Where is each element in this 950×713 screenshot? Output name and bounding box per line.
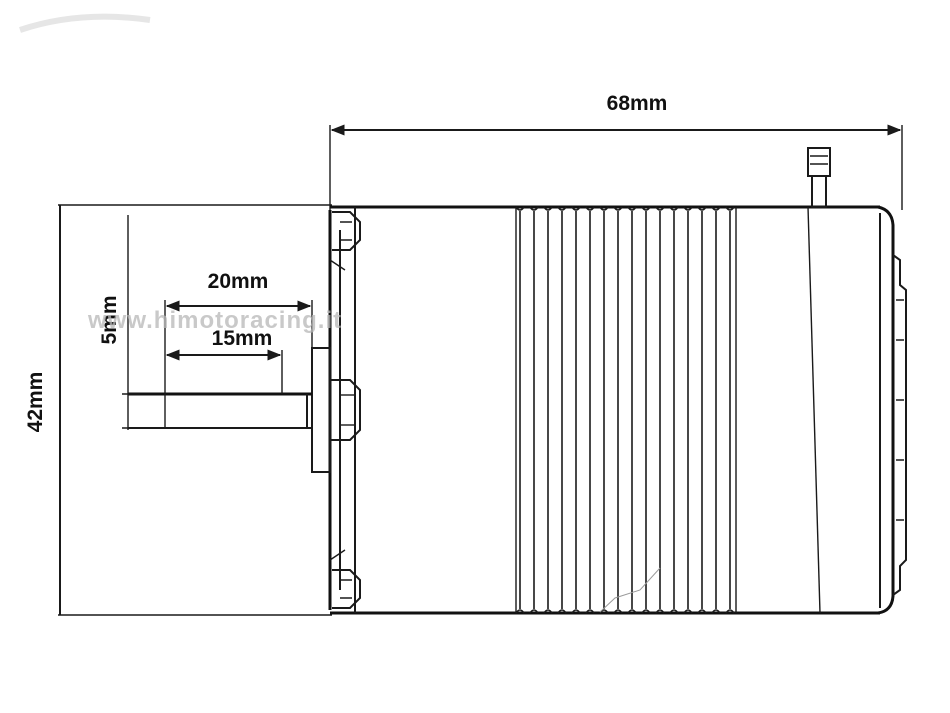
cooling-fin [515, 206, 525, 614]
diameter-dimension: 42mm [24, 204, 332, 616]
shaft-exposed-label: 15mm [212, 327, 273, 350]
length-dimension: 68mm [329, 92, 903, 210]
cooling-fin [655, 206, 665, 614]
top-connector [807, 147, 831, 208]
cooling-fin [711, 206, 721, 614]
scan-smudge [19, 13, 151, 33]
cooling-fin [725, 206, 735, 614]
cooling-fin [585, 206, 595, 614]
shaft-total-label: 20mm [208, 270, 269, 293]
motor-shaft [128, 347, 361, 473]
shaft-exposed-dimension: 15mm [165, 327, 283, 394]
shaft-diameter-dimension: 5mm [98, 215, 140, 430]
cooling-fin [529, 206, 539, 614]
cooling-fin [571, 206, 581, 614]
cooling-fin [627, 206, 637, 614]
cooling-fin [613, 206, 623, 614]
shaft-length-dimension: 20mm [164, 270, 313, 394]
shaft-diameter-label: 5mm [98, 295, 121, 344]
length-label: 68mm [607, 92, 668, 115]
cooling-fin [641, 206, 651, 614]
scan-mark [599, 567, 661, 613]
cooling-fin [599, 206, 609, 614]
cooling-fin [683, 206, 693, 614]
motor-body [330, 205, 907, 615]
diameter-label: 42mm [24, 372, 47, 433]
cooling-fin [543, 206, 553, 614]
front-mount [328, 210, 361, 610]
cooling-fin [557, 206, 567, 614]
cooling-fin [669, 206, 679, 614]
cooling-fins [515, 206, 735, 614]
cooling-fin [697, 206, 707, 614]
watermark-text: www.himotoracing.it [87, 307, 342, 334]
